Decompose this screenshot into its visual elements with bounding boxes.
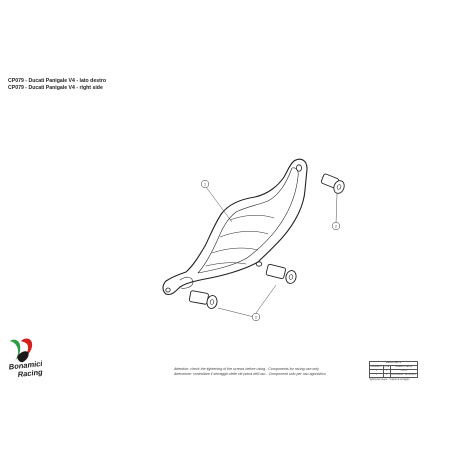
screw-upper-part	[320, 173, 345, 194]
cover-boss-top	[295, 164, 302, 172]
callout-screw-upper: 2	[331, 221, 341, 231]
leader-screw-upper	[335, 193, 338, 224]
screw-middle-socket	[288, 274, 294, 280]
cover-inner-rim	[197, 167, 299, 274]
bonamici-racing-logo: Bonamici Racing	[8, 338, 44, 379]
screw-lower-head	[206, 295, 218, 309]
cell-element: 2	[369, 373, 384, 378]
parts-table: RANGE PARTS ELEMENTO Q.TÀ NUMERO PARTE 1…	[369, 361, 419, 381]
screw-upper-socket	[336, 184, 342, 190]
screw-lower-shank	[188, 290, 209, 305]
callout-screw-lower: 2	[251, 312, 261, 322]
cell-part-number: PRC8 FBRD - SE 38 R6TT	[389, 373, 419, 378]
callout-cover-circle	[200, 179, 210, 189]
screw-middle-part	[265, 263, 297, 284]
usage-notes: Attention: check the tightening of the s…	[174, 367, 326, 377]
screw-lower-part	[188, 290, 218, 309]
note-english: Attention: check the tightening of the s…	[174, 367, 320, 371]
note-italian: Attenzione: controllare il serraggio del…	[174, 372, 326, 376]
callout-screw-lower-circle	[251, 312, 261, 322]
cover-tab-left	[179, 276, 194, 289]
logo-red-swoosh	[21, 338, 33, 357]
cover-ridge-4	[205, 262, 247, 267]
logo-green-swoosh	[10, 339, 21, 361]
screw-middle-head	[285, 270, 297, 284]
column-header-element: ELEMENTO	[369, 365, 384, 370]
cover-outer-edge	[162, 158, 308, 296]
table-footnote: *tightening torque - *coppia di serraggi…	[369, 379, 410, 381]
callout-cover: 1	[200, 179, 210, 189]
title-block: CP079 - Ducati Panigale V4 - lato destro…	[8, 78, 106, 92]
logo-wordmark-bonamici: Bonamici	[8, 359, 43, 372]
cover-ridge-3	[211, 247, 259, 254]
parts-table-grid: RANGE PARTS ELEMENTO Q.TÀ NUMERO PARTE 1…	[369, 361, 419, 378]
logo-black-mark	[17, 351, 29, 363]
cover-ridge-2	[219, 231, 269, 238]
cover-boss-bottom	[255, 261, 263, 267]
title-italian: CP079 - Ducati Panigale V4 - lato destro	[8, 78, 107, 84]
cover-ridge-1	[229, 215, 275, 221]
callout-screw-upper-circle	[331, 221, 341, 231]
cover-boss-left	[165, 287, 171, 293]
logo-wordmark-racing: Racing	[17, 367, 43, 379]
screw-middle-shank	[265, 263, 286, 280]
title-english: CP079 - Ducati Panigale V4 - right side	[8, 85, 103, 91]
cell-quantity: 2	[382, 373, 391, 378]
table-row: 2 2 PRC8 FBRD - SE 38 R6TT	[369, 373, 419, 378]
leader-lines	[205, 186, 338, 318]
screw-upper-head	[333, 180, 345, 194]
leader-cover	[205, 186, 233, 223]
callout-cover-number: 1	[204, 182, 206, 186]
leader-screw-lower-b	[217, 307, 255, 318]
screw-lower-socket	[209, 299, 215, 305]
leader-screw-lower-a	[255, 284, 277, 314]
clutch-cover-part	[162, 158, 308, 296]
callout-screw-upper-number: 2	[335, 224, 337, 228]
callout-screw-lower-number: 2	[255, 315, 257, 319]
